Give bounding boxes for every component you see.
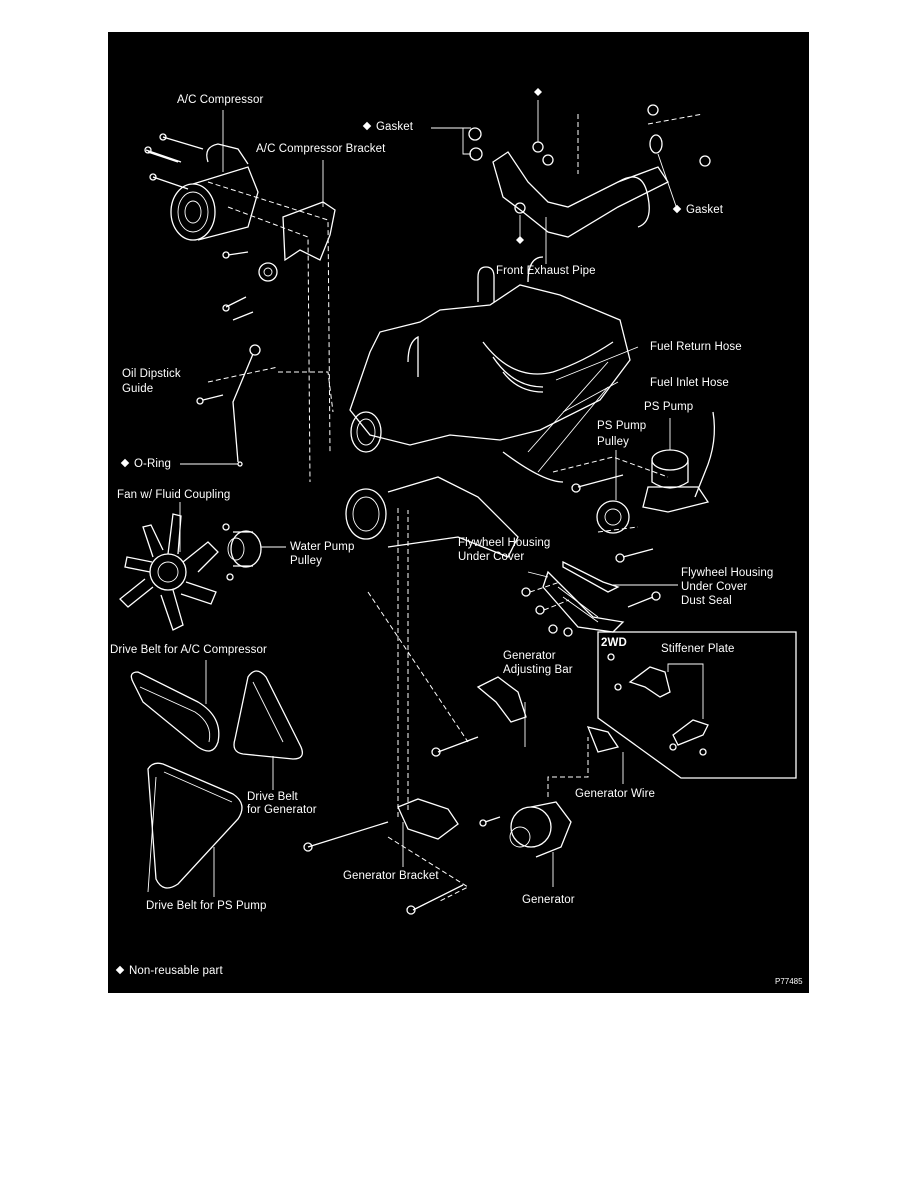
legend-text: Non-reusable part — [129, 965, 223, 977]
diagram-panel: A/C Compressor A/C Compressor Bracket Ga… — [108, 32, 809, 993]
label-generator-adjusting-bar-line1: Generator — [503, 650, 556, 662]
label-generator: Generator — [522, 894, 575, 906]
label-gasket-left-text: Gasket — [376, 121, 414, 133]
label-drive-belt-generator-line1: Drive Belt — [247, 791, 298, 803]
non-reusable-diamond-icon — [115, 965, 125, 975]
label-generator-wire: Generator Wire — [575, 788, 656, 800]
label-flywheel-dust-seal-line1: Flywheel Housing — [681, 567, 774, 579]
label-ps-pump-pulley-line2: Pulley — [597, 436, 629, 448]
figure-code: P77485 — [775, 977, 803, 986]
label-water-pump-pulley-line1: Water Pump — [290, 541, 355, 553]
drive-belts-drawing — [130, 660, 304, 897]
label-gasket-right-text: Gasket — [686, 204, 724, 216]
label-fuel-return-hose: Fuel Return Hose — [650, 341, 742, 353]
label-drive-belt-generator-line2: for Generator — [247, 804, 317, 816]
label-flywheel-under-cover-line2: Under Cover — [458, 551, 525, 563]
label-flywheel-under-cover-line1: Flywheel Housing — [458, 537, 551, 549]
2wd-inset-drawing — [597, 631, 797, 779]
label-ac-compressor: A/C Compressor — [177, 94, 264, 106]
label-ps-pump: PS Pump — [644, 401, 694, 413]
label-generator-bracket: Generator Bracket — [343, 870, 439, 882]
label-o-ring-text: O-Ring — [134, 458, 172, 470]
ac-compressor-drawing — [144, 110, 259, 241]
label-fuel-inlet-hose: Fuel Inlet Hose — [650, 377, 729, 389]
non-reusable-diamond-icon — [362, 121, 372, 131]
engine-exploded-view-art — [119, 88, 797, 915]
exhaust-pipe-drawing — [431, 88, 711, 264]
ps-pump-drawing — [552, 346, 716, 563]
label-oil-dipstick-guide-line1: Oil Dipstick — [122, 368, 181, 380]
generator-drawing — [303, 507, 624, 915]
flywheel-cover-drawing — [521, 560, 678, 637]
label-water-pump-pulley-line2: Pulley — [290, 555, 322, 567]
fan-drawing — [119, 502, 286, 631]
label-fan-fluid-coupling: Fan w/ Fluid Coupling — [117, 489, 231, 501]
label-ps-pump-pulley-line1: PS Pump — [597, 420, 647, 432]
non-reusable-diamond-icon — [672, 204, 682, 214]
legend-non-reusable: Non-reusable part — [115, 965, 223, 978]
label-gasket-right: Gasket — [672, 204, 724, 217]
label-2wd: 2WD — [601, 637, 627, 649]
label-drive-belt-ps: Drive Belt for PS Pump — [146, 900, 267, 912]
label-generator-adjusting-bar-line2: Adjusting Bar — [503, 664, 573, 676]
dipstick-drawing — [180, 344, 261, 467]
ac-bracket-drawing — [207, 160, 336, 483]
label-oil-dipstick-guide-line2: Guide — [122, 383, 154, 395]
label-drive-belt-ac: Drive Belt for A/C Compressor — [110, 644, 267, 656]
label-ac-compressor-bracket: A/C Compressor Bracket — [256, 143, 386, 155]
label-o-ring: O-Ring — [120, 458, 172, 471]
engine-block-drawing — [207, 256, 631, 558]
label-flywheel-dust-seal-line3: Dust Seal — [681, 595, 732, 607]
label-flywheel-dust-seal-line2: Under Cover — [681, 581, 748, 593]
non-reusable-diamond-icon — [120, 458, 130, 468]
label-front-exhaust-pipe: Front Exhaust Pipe — [496, 265, 596, 277]
label-gasket-left: Gasket — [362, 121, 414, 134]
label-stiffener-plate: Stiffener Plate — [661, 643, 735, 655]
